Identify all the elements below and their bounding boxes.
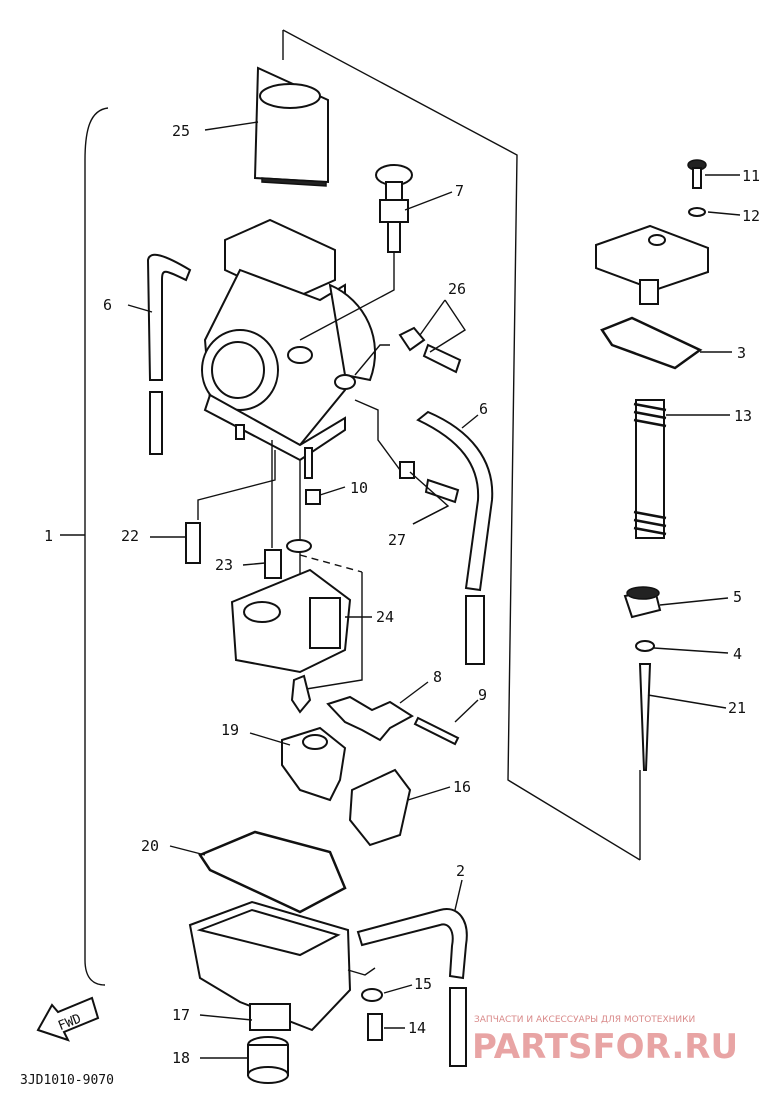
part-21-needle <box>638 663 652 771</box>
callout-3: 3 <box>737 344 746 362</box>
callout-6-left: 6 <box>103 296 112 314</box>
callout-13: 13 <box>734 407 752 425</box>
watermark-tagline: ЗАПЧАСТИ И АКСЕССУАРЫ ДЛЯ МОТОТЕХНИКИ <box>474 1015 695 1025</box>
callout-14: 14 <box>408 1019 426 1037</box>
part-3-gasket <box>600 316 703 370</box>
assembly-leader-lines <box>197 252 401 691</box>
callout-20: 20 <box>141 837 159 855</box>
part-15-washer <box>361 988 383 1002</box>
part-7-plunger <box>375 164 413 253</box>
part-18-drain-plug <box>247 1036 289 1084</box>
part-19-float-piece <box>281 726 347 802</box>
part-23-main-jet <box>264 549 282 579</box>
o-ring <box>286 539 312 553</box>
part-13-spring <box>633 399 667 539</box>
part-6-left-hose <box>146 253 192 455</box>
part-8-float-arm <box>326 695 414 742</box>
part-5-holder <box>623 586 662 619</box>
callout-18: 18 <box>172 1049 190 1067</box>
callout-19: 19 <box>221 721 239 739</box>
part-6-right-hose <box>416 410 494 665</box>
callout-21: 21 <box>728 699 746 717</box>
part-9-pin <box>413 716 460 746</box>
part-4-clip <box>635 640 655 652</box>
callout-22: 22 <box>121 527 139 545</box>
part-24-float <box>230 568 352 714</box>
callout-23: 23 <box>215 556 233 574</box>
part-10-nut <box>305 489 321 505</box>
float-bowl <box>188 900 352 1032</box>
callout-4: 4 <box>733 645 742 663</box>
callout-12: 12 <box>742 207 760 225</box>
fwd-arrow-icon: FWD <box>36 996 100 1042</box>
watermark-brand: PARTSFOR.RU <box>472 1027 738 1067</box>
carburetor-body <box>201 218 376 479</box>
callout-1: 1 <box>44 527 53 545</box>
callout-11: 11 <box>742 167 760 185</box>
callout-15: 15 <box>414 975 432 993</box>
part-20-gasket <box>198 830 347 914</box>
callout-labels: 25 7 11 12 6 26 3 6 13 10 1 22 27 23 24 … <box>44 122 760 1067</box>
callout-10: 10 <box>350 479 368 497</box>
callout-9: 9 <box>478 686 487 704</box>
part-16-float-piece <box>348 768 412 847</box>
callout-17: 17 <box>172 1006 190 1024</box>
callout-8: 8 <box>433 668 442 686</box>
callout-24: 24 <box>376 608 394 626</box>
part-2-hose <box>356 908 468 1067</box>
callout-25: 25 <box>172 122 190 140</box>
part-top-cap <box>595 224 709 305</box>
callout-leader-lines <box>127 121 741 1059</box>
part-25-top-cover <box>253 66 329 187</box>
part-22-jet <box>185 522 201 564</box>
callout-5: 5 <box>733 588 742 606</box>
callout-27: 27 <box>388 531 406 549</box>
part-26-screw <box>398 326 462 374</box>
watermark: ЗАПЧАСТИ И АКСЕССУАРЫ ДЛЯ МОТОТЕХНИКИ PA… <box>472 1015 738 1067</box>
callout-7: 7 <box>455 182 464 200</box>
callout-16: 16 <box>453 778 471 796</box>
callout-2: 2 <box>456 862 465 880</box>
part-12-washer <box>688 207 706 217</box>
part-11-screw <box>687 159 707 189</box>
drawing-code: 3JD1010-9070 <box>20 1073 114 1088</box>
assembly-frame-lines <box>60 29 641 986</box>
callout-6-right: 6 <box>479 400 488 418</box>
part-14-screw <box>367 1013 383 1041</box>
part-27-screw <box>399 461 460 504</box>
callout-26: 26 <box>448 280 466 298</box>
